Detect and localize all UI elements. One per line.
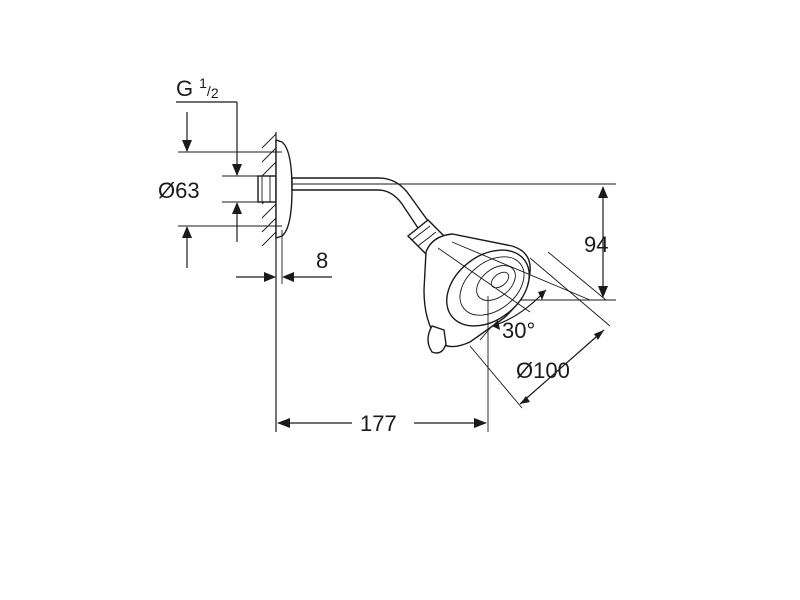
- projection-dimension: [277, 296, 489, 432]
- thread-dimension: [176, 101, 258, 242]
- wall-offset-dimension: [236, 230, 332, 284]
- spray-angle-label: 30°: [502, 318, 535, 343]
- wall-offset-label: 8: [316, 248, 328, 273]
- flange-diameter-label: Ø63: [158, 178, 200, 203]
- flange-diameter-dimension: [178, 112, 282, 268]
- wall-flange: [275, 139, 293, 239]
- projection-label: 177: [360, 411, 397, 436]
- drop-height-label: 94: [584, 232, 608, 257]
- drop-height-dimension: [498, 183, 616, 301]
- head-diameter-label: Ø100: [516, 358, 570, 383]
- spray-angle-lines: [437, 241, 591, 341]
- shower-head: [423, 233, 531, 354]
- head-diameter-dimension: [469, 251, 611, 409]
- thread-stub: [257, 175, 277, 203]
